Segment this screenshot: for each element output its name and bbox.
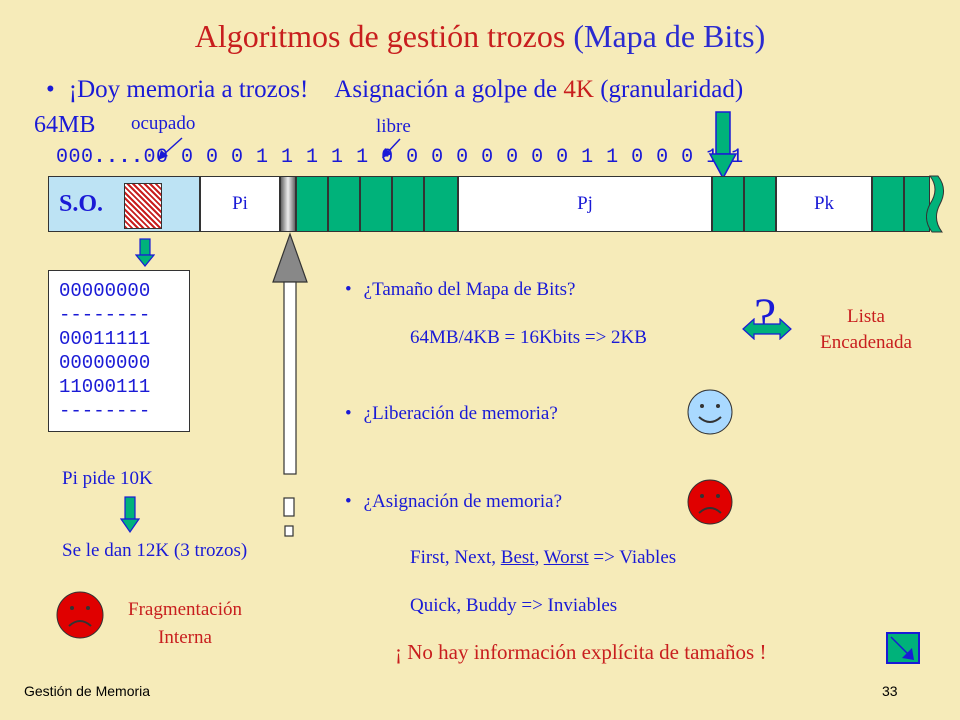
bullet-dot: •: [345, 491, 352, 512]
segment-green: [296, 176, 328, 232]
sad-face-icon: [56, 591, 104, 639]
bullet-dot: •: [345, 279, 352, 300]
pi-pide: Pi pide 10K: [62, 468, 153, 489]
happy-face-icon: [687, 389, 733, 435]
segment-pk: Pk: [776, 176, 872, 232]
segment-pj-label: Pj: [577, 193, 593, 214]
segment-fragment: [280, 176, 296, 232]
se-le-dan: Se le dan 12K (3 trozos): [62, 540, 248, 561]
granularity-arrow-icon: [708, 111, 738, 180]
question-liberacion-text: ¿Liberación de memoria?: [363, 403, 558, 424]
page-number: 33: [882, 683, 898, 699]
segment-green: [872, 176, 904, 232]
bullet-doy-memoria: • ¡Doy memoria a trozos! Asignación a golp…: [46, 76, 743, 104]
segment-pj: Pj: [458, 176, 712, 232]
ocupado-arrow-icon: [158, 137, 183, 160]
segment-green: [392, 176, 424, 232]
lista-line1: Lista: [847, 306, 885, 327]
segment-green: [328, 176, 360, 232]
segment-pi-label: Pi: [232, 193, 248, 214]
segment-so: S.O.: [48, 176, 200, 232]
frag-line2: Interna: [158, 627, 212, 648]
inviables-line: Quick, Buddy => Inviables: [410, 595, 618, 616]
bullet1-part2: Asignación a golpe de: [334, 76, 564, 103]
bitmap-row: 11000111: [59, 376, 151, 398]
viables-line: First, Next, Best, Worst => Viables: [410, 547, 676, 569]
libre-arrow-icon: [382, 138, 401, 158]
question-liberacion: • ¿Liberación de memoria?: [345, 403, 558, 425]
lista-line2: Encadenada: [820, 332, 912, 353]
bullet1-part1: ¡Doy memoria a trozos!: [68, 76, 309, 103]
title-main: Algoritmos de gestión trozos: [194, 18, 574, 54]
bitmap-row: 00000000: [59, 280, 151, 302]
bitmap-row: 00000000: [59, 352, 151, 374]
calc-line: 64MB/4KB = 16Kbits => 2KB: [410, 327, 647, 348]
question-asignacion: • ¿Asignación de memoria?: [345, 491, 562, 513]
bitmap-box: 00000000 -------- 00011111 00000000 1100…: [48, 270, 190, 432]
so-down-arrow-icon: [135, 238, 155, 267]
label-64mb: 64MB: [34, 112, 96, 138]
question-asignacion-text: ¿Asignación de memoria?: [363, 491, 563, 512]
no-info-note: ¡ No hay información explícita de tamaño…: [395, 640, 767, 664]
bits-rest: 00 0 0 0 1 1 1 1 1 0 0 0 0 0 0 0 0 1 1 0…: [143, 146, 744, 169]
segment-pi: Pi: [200, 176, 280, 232]
title-paren: (Mapa de Bits): [573, 18, 766, 54]
bullet-dot: •: [46, 76, 55, 103]
viables-worst: Worst: [543, 547, 589, 568]
footer-title: Gestión de Memoria: [24, 683, 151, 699]
nav-arrow-icon: [890, 636, 914, 660]
bit-sequence: 000....00 0 0 0 1 1 1 1 1 0 0 0 0 0 0 0 …: [56, 146, 744, 169]
segment-pk-label: Pk: [813, 193, 835, 214]
bitmap-row: --------: [59, 400, 151, 422]
viables-end: => Viables: [588, 547, 677, 568]
bitmap-row: --------: [59, 304, 151, 326]
question-tamano: • ¿Tamaño del Mapa de Bits?: [345, 279, 575, 301]
segment-green: [904, 176, 930, 232]
fragment-up-arrow-icon: [272, 232, 308, 537]
label-ocupado: ocupado: [131, 113, 196, 134]
bits-lead: 000: [56, 146, 94, 169]
memory-bar: S.O. Pi Pj Pk: [48, 176, 938, 232]
lista-encadenada: Lista Encadenada: [792, 304, 940, 356]
bullet1-granularidad: (granularidad): [593, 76, 744, 103]
bitmap-row: 00011111: [59, 328, 151, 350]
pide-down-arrow-icon: [120, 496, 140, 534]
frag-line1: Fragmentación: [128, 599, 242, 620]
viables-first: First, Next,: [410, 547, 501, 568]
segment-green: [712, 176, 744, 232]
segment-so-label: S.O.: [59, 191, 104, 217]
so-hatch-block: [124, 183, 162, 229]
bullet1-4k: 4K: [563, 76, 594, 103]
label-libre: libre: [376, 116, 411, 137]
nav-next-button[interactable]: [886, 632, 920, 664]
question-tamano-text: ¿Tamaño del Mapa de Bits?: [363, 279, 576, 300]
bar-wave-end-icon: [926, 175, 944, 233]
segment-green: [424, 176, 458, 232]
segment-green: [744, 176, 776, 232]
segment-green: [360, 176, 392, 232]
bits-dots: ....: [93, 146, 144, 169]
viables-best: Best: [500, 547, 535, 568]
double-arrow-icon: [742, 318, 792, 340]
bullet-dot: •: [345, 403, 352, 424]
slide-title: Algoritmos de gestión trozos (Mapa de Bi…: [0, 18, 960, 55]
fragmentacion-interna: Fragmentación Interna: [120, 596, 250, 652]
sad-face-icon: [687, 479, 733, 525]
viables-comma: ,: [534, 547, 544, 568]
